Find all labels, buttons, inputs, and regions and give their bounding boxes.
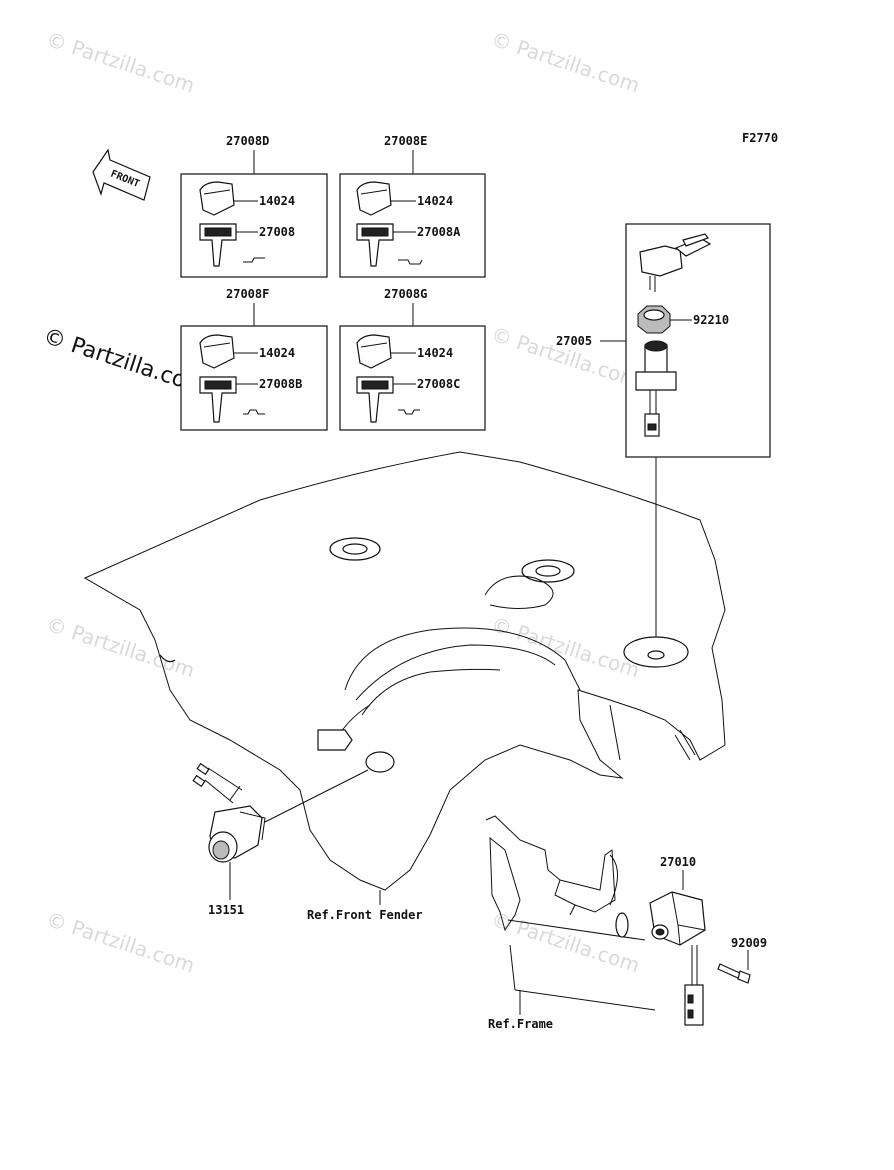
cover-part-label: 14024 (259, 346, 295, 360)
key-set-label: 27008D (226, 134, 269, 148)
switch-body-icon (635, 340, 677, 437)
key-set-label: 27008E (384, 134, 427, 148)
key-cut-icon (243, 409, 265, 415)
key-set-box: 27008G 14024 27008C (339, 287, 486, 431)
key-part-label: 27008 (259, 225, 295, 239)
frame-bracket: Ref.Frame (485, 815, 656, 1031)
front-fender-outline: Ref.Front Fender (83, 451, 726, 922)
key-set-box: 27008F 14024 27008B (180, 287, 328, 431)
watermark: © Partzilla.com (488, 322, 642, 393)
key-part-label: 27008C (417, 377, 460, 391)
watermark: © Partzilla.com (488, 612, 642, 683)
bolt-label: 92009 (731, 936, 767, 950)
key-set-box: 27008D 14024 27008 (180, 134, 328, 278)
key-cut-icon (398, 259, 423, 265)
key-part-label: 27008B (259, 377, 302, 391)
ignition-key-icon (639, 245, 683, 277)
ref-front-fender-label: Ref.Front Fender (307, 908, 423, 922)
cover-part-label: 14024 (417, 194, 453, 208)
switch-27010-label: 27010 (660, 855, 696, 869)
cover-part-label: 14024 (417, 346, 453, 360)
switch-assembly-box: 27005 92210 (556, 223, 771, 640)
nut-label: 92210 (693, 313, 729, 327)
socket-part: 13151 (192, 762, 369, 917)
ref-frame-label: Ref.Frame (488, 1017, 553, 1031)
key-set-label: 27008G (384, 287, 427, 301)
socket-label: 13151 (208, 903, 244, 917)
front-arrow-icon: FRONT (92, 148, 151, 201)
figure-code: F2770 (742, 131, 778, 145)
watermark: © Partzilla.com (43, 27, 197, 98)
cover-part-label: 14024 (259, 194, 295, 208)
key-set-label: 27008F (226, 287, 269, 301)
switch-27010-part: 27010 (649, 855, 706, 1026)
key-cut-icon (398, 409, 420, 415)
switch-assembly-label: 27005 (556, 334, 592, 348)
key-cut-icon (243, 257, 265, 263)
watermark: © Partzilla.com (488, 27, 642, 98)
bolt-part: 92009 (717, 936, 767, 984)
key-part-label: 27008A (417, 225, 461, 239)
watermark: © Partzilla.com (43, 907, 197, 978)
key-set-box: 27008E 14024 27008A (339, 134, 486, 278)
watermark: © Partzilla.com (43, 612, 197, 683)
